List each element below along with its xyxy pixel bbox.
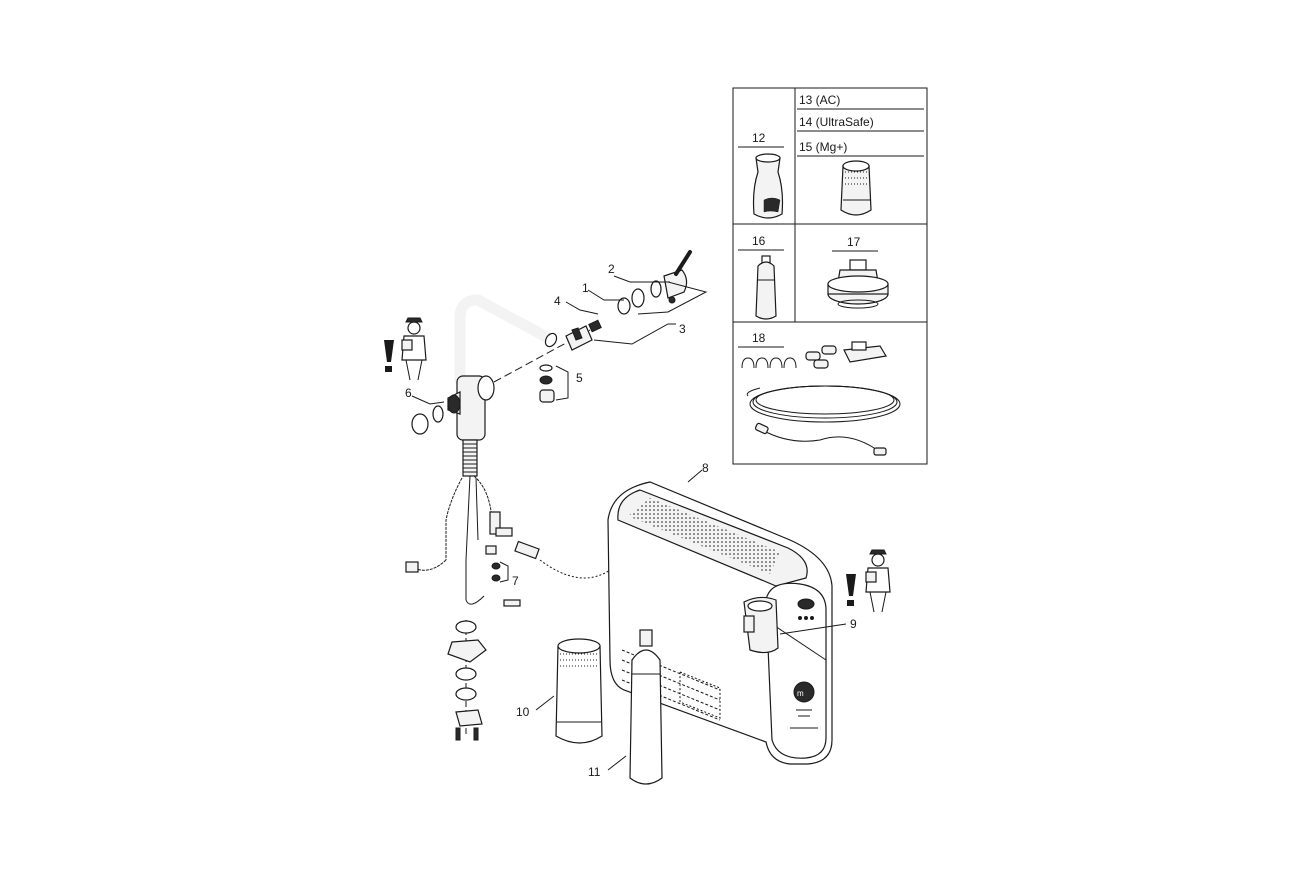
tube-coil-18-icon	[746, 385, 901, 423]
callout-5: 5	[576, 371, 583, 385]
hose-assembly	[405, 475, 611, 605]
inset-parts-table: 12 13 (AC) 14 (UltraSafe) 15 (Mg+) 16	[732, 87, 928, 465]
callout-11: 11	[588, 765, 601, 779]
callout-3: 3	[679, 322, 686, 336]
faucet-body	[447, 294, 558, 477]
adapter-17-icon	[827, 259, 889, 309]
callout-leaders-1-4	[565, 275, 708, 345]
callout-7: 7	[512, 574, 519, 588]
inset-label-17: 17	[847, 235, 861, 249]
inset-label-15: 15 (Mg+)	[799, 140, 847, 154]
svg-text:m: m	[797, 689, 804, 698]
part-11-co2-bottle	[629, 629, 663, 785]
callout-10: 10	[516, 705, 530, 719]
callout-4: 4	[554, 294, 561, 308]
chiller-unit: m	[607, 481, 833, 765]
installer-figure-icon	[865, 549, 891, 613]
callout-8: 8	[702, 461, 709, 475]
exclamation-icon	[846, 574, 856, 606]
co2-bottle-16-icon	[755, 255, 777, 320]
part-9-filter-head	[743, 596, 779, 654]
part-5-seals	[539, 364, 569, 403]
clips-18-icon	[741, 357, 797, 369]
bracket-18-icon	[843, 341, 887, 363]
installer-figure-icon	[401, 317, 427, 381]
inset-label-18: 18	[752, 331, 766, 345]
callout-9: 9	[850, 617, 857, 631]
mounting-kit	[447, 620, 487, 741]
callout-6: 6	[405, 386, 412, 400]
installer-warning-right	[846, 549, 891, 613]
exclamation-icon	[384, 340, 394, 372]
inset-label-12: 12	[752, 131, 766, 145]
inset-label-13: 13 (AC)	[799, 93, 840, 107]
sensor-cable-18-icon	[754, 422, 887, 456]
filter-head-12-icon	[752, 153, 784, 219]
part-10-filter-cartridge	[555, 638, 603, 744]
cartridge-parts	[565, 250, 692, 351]
inset-label-14: 14 (UltraSafe)	[799, 115, 874, 129]
callout-2: 2	[608, 262, 615, 276]
connectors-18-icon	[805, 345, 837, 369]
part-6-aerator	[411, 395, 445, 435]
inset-label-16: 16	[752, 234, 766, 248]
part-7-check-valves	[491, 561, 521, 607]
callout-1: 1	[582, 281, 589, 295]
filter-cartridge-13-15-icon	[840, 160, 872, 216]
installer-warning-left	[384, 317, 427, 381]
